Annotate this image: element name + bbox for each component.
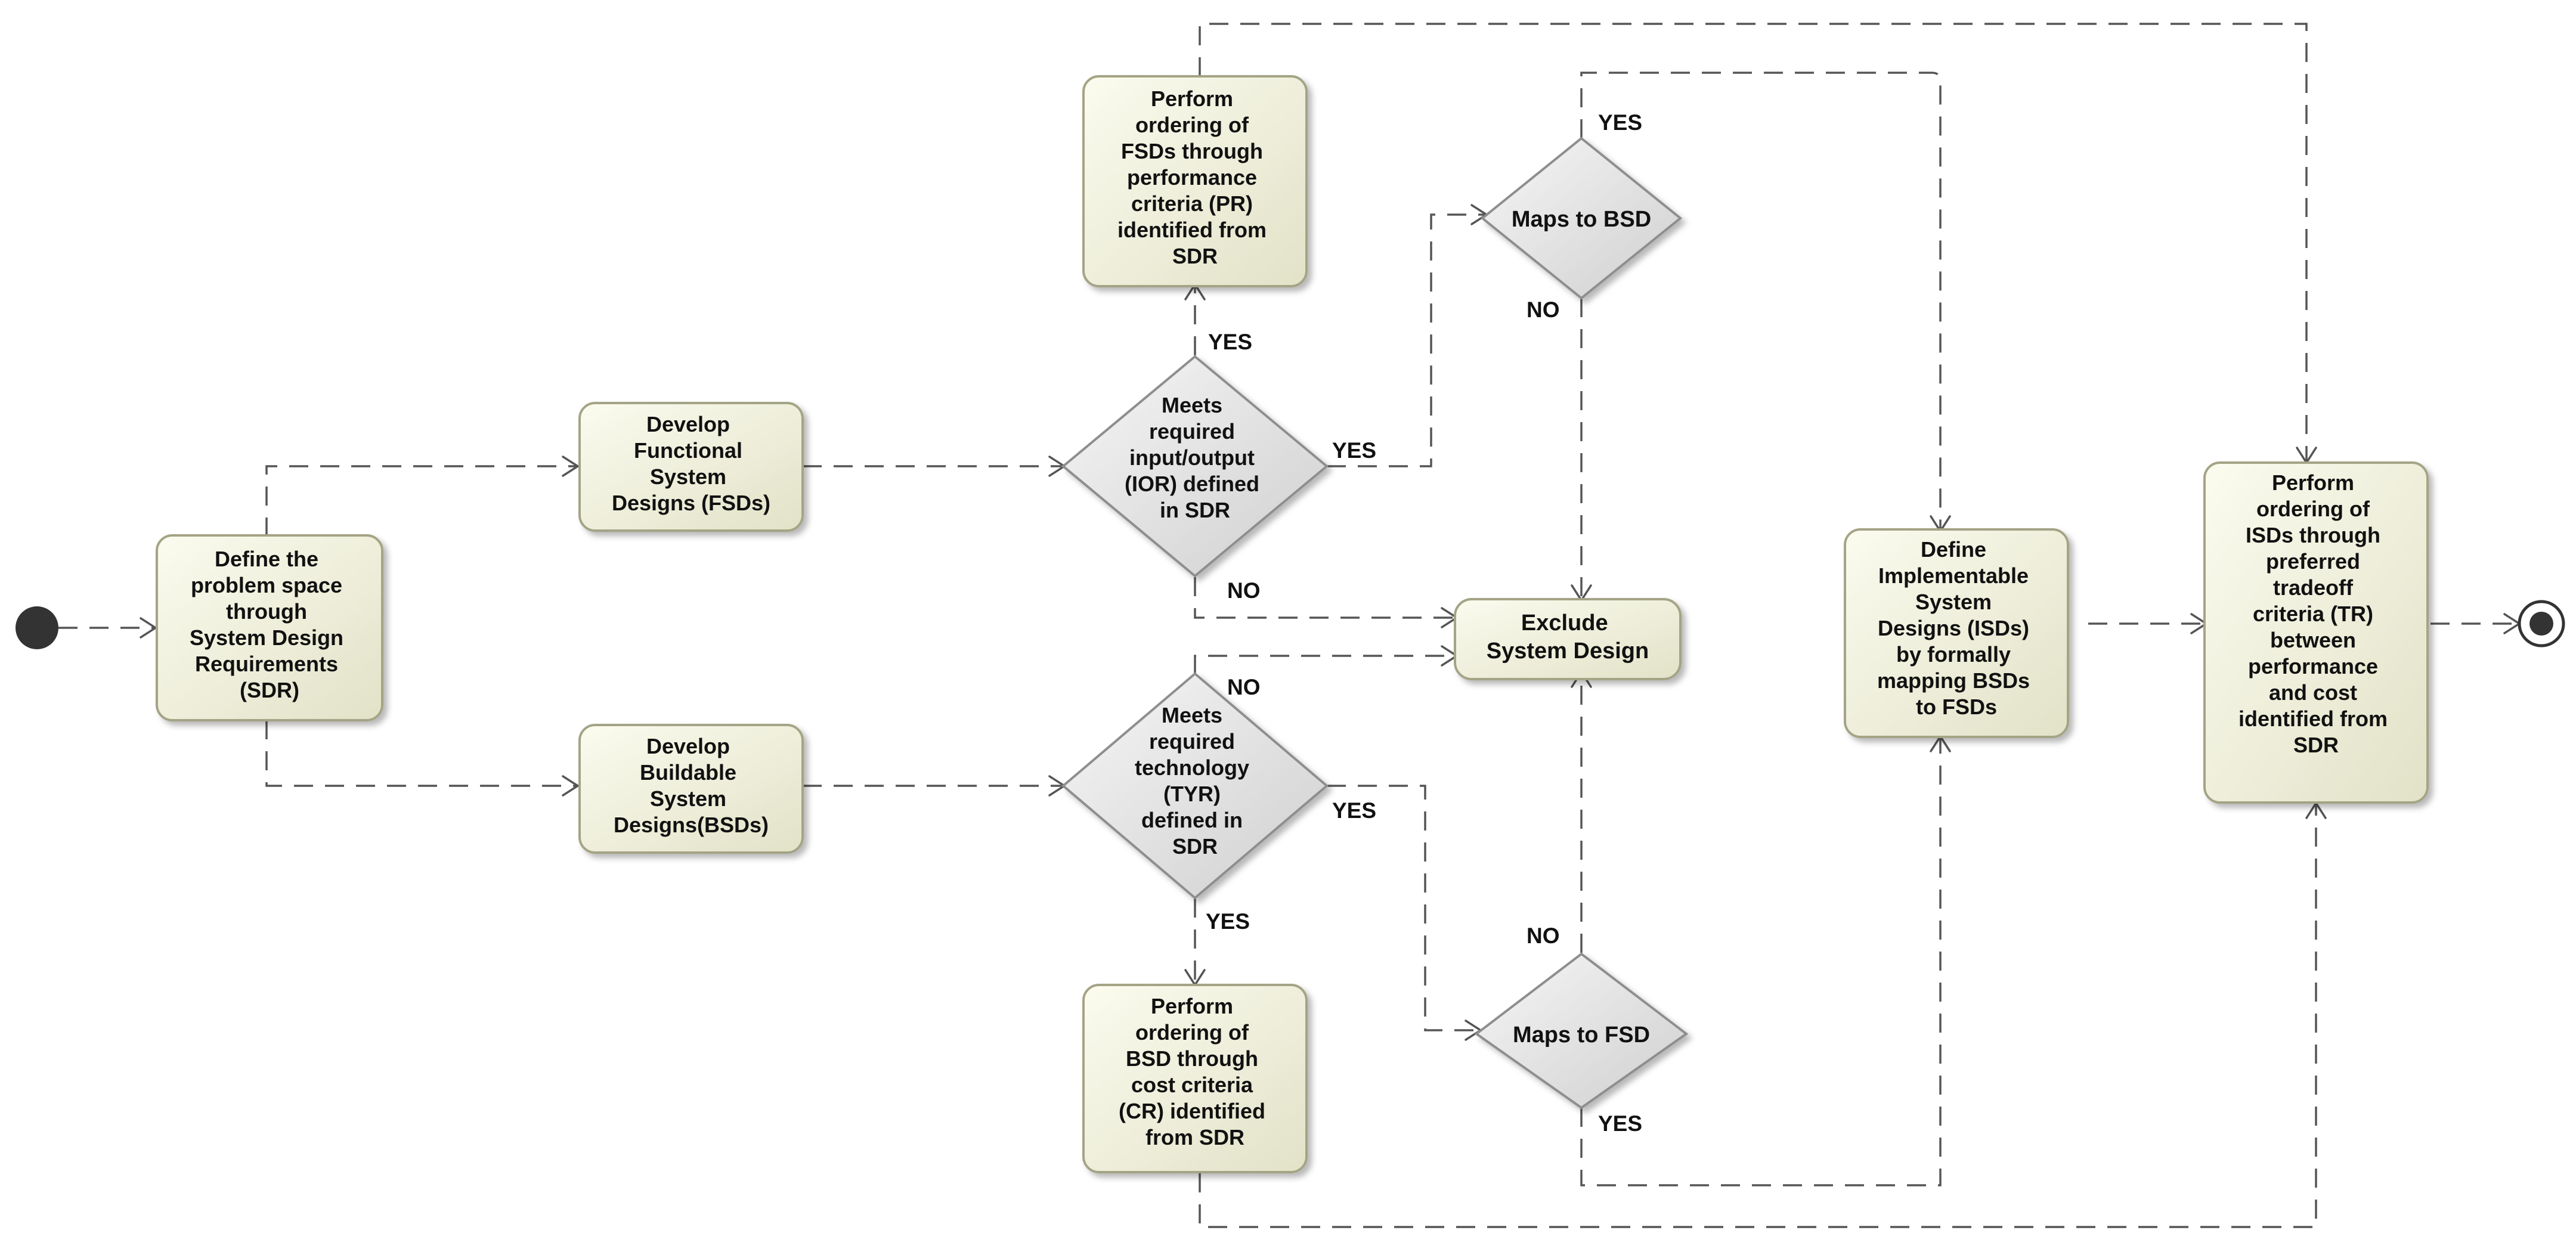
edge-labels: YES YES NO NO YES YES YES NO NO YES xyxy=(1206,110,1642,1136)
edge-define-to-develop-bsd xyxy=(265,720,576,787)
action-shape xyxy=(2203,461,2429,804)
decision-meets-ior[interactable]: Meets required input/output (IOR) define… xyxy=(1061,355,1329,578)
edge-order-bsd-to-order-isd xyxy=(1199,805,2317,1228)
decision-shape xyxy=(1061,672,1329,900)
action-shape xyxy=(578,724,804,854)
initial-node[interactable] xyxy=(16,606,58,649)
action-shape xyxy=(1454,598,1682,680)
edge-maps-bsd-yes-to-define-isd xyxy=(1580,72,1942,529)
action-define-problem-space[interactable]: Define the problem space through System … xyxy=(156,534,383,721)
final-node-dot xyxy=(2529,612,2553,636)
action-order-isds[interactable]: Perform ordering of ISDs through preferr… xyxy=(2203,461,2429,804)
initial-node-dot xyxy=(16,606,58,649)
action-define-isds[interactable]: Define Implementable System Designs (ISD… xyxy=(1844,528,2069,738)
action-shape xyxy=(1844,528,2069,738)
decision-maps-to-fsd[interactable]: Maps to FSD xyxy=(1474,952,1689,1110)
action-shape xyxy=(156,534,383,721)
decision-maps-to-bsd[interactable]: Maps to BSD xyxy=(1480,137,1683,300)
action-label: Perform ordering of ISDs through preferr… xyxy=(2238,470,2394,757)
decision-label: Meets required technology (TYR) defined … xyxy=(1135,703,1255,859)
arrow-heads xyxy=(140,204,2521,1041)
action-shape xyxy=(1082,75,1308,287)
action-order-bsd[interactable]: Perform ordering of BSD through cost cri… xyxy=(1082,984,1308,1173)
action-shape xyxy=(1082,984,1308,1173)
action-develop-bsds[interactable]: Develop Buildable System Designs(BSDs) xyxy=(578,724,804,854)
action-label: Perform ordering of BSD through cost cri… xyxy=(1119,994,1271,1149)
action-order-fsds[interactable]: Perform ordering of FSDs through perform… xyxy=(1082,75,1308,287)
edge-define-to-develop-fsd xyxy=(265,465,576,537)
edge-meets-ior-no-to-exclude xyxy=(1194,577,1455,619)
edge-label-maps-fsd-yes: YES xyxy=(1598,1111,1642,1136)
action-exclude-system-design[interactable]: Exclude System Design xyxy=(1454,598,1682,680)
action-shape xyxy=(578,402,804,532)
edge-label-ior-yes-right: YES xyxy=(1332,438,1376,463)
arrowhead xyxy=(562,775,579,797)
edge-label-ior-yes-up: YES xyxy=(1208,330,1252,354)
action-label: Exclude System Design xyxy=(1487,611,1649,664)
edge-label-tyr-no: NO xyxy=(1227,675,1261,699)
edge-order-fsd-to-order-isd xyxy=(1199,23,2308,461)
decision-shape xyxy=(1480,137,1683,300)
action-label: Define the problem space through System … xyxy=(190,547,349,702)
action-develop-fsds[interactable]: Develop Functional System Designs (FSDs) xyxy=(578,402,804,532)
edge-meets-tyr-yes-to-maps-fsd xyxy=(1327,785,1479,1031)
edge-meets-ior-yes-to-maps-bsd xyxy=(1327,213,1485,467)
edge-meets-tyr-no-to-exclude xyxy=(1194,655,1455,674)
action-label: Perform ordering of FSDs through perform… xyxy=(1117,86,1272,268)
arrowhead xyxy=(562,456,579,477)
edge-label-tyr-yes-down: YES xyxy=(1206,909,1250,934)
decision-shape xyxy=(1061,355,1329,578)
final-node[interactable] xyxy=(2518,600,2565,647)
action-label: Develop Functional System Designs (FSDs) xyxy=(612,412,770,515)
action-label: Define Implementable System Designs (ISD… xyxy=(1877,537,2036,719)
edge-label-ior-no: NO xyxy=(1227,578,1261,603)
edges xyxy=(58,23,2518,1228)
decision-label: Maps to BSD xyxy=(1512,207,1651,232)
action-label: Develop Buildable System Designs(BSDs) xyxy=(614,734,769,837)
edge-label-tyr-yes-right: YES xyxy=(1332,798,1376,823)
decision-label: Meets required input/output (IOR) define… xyxy=(1125,393,1265,522)
edge-label-maps-bsd-no: NO xyxy=(1527,298,1560,322)
edge-maps-fsd-yes-to-define-isd xyxy=(1580,738,1942,1186)
decision-shape xyxy=(1474,952,1689,1110)
decision-meets-tyr[interactable]: Meets required technology (TYR) defined … xyxy=(1061,672,1329,900)
edge-label-maps-fsd-no: NO xyxy=(1527,924,1560,948)
edge-label-maps-bsd-yes: YES xyxy=(1598,110,1642,135)
decision-label: Maps to FSD xyxy=(1513,1022,1650,1048)
